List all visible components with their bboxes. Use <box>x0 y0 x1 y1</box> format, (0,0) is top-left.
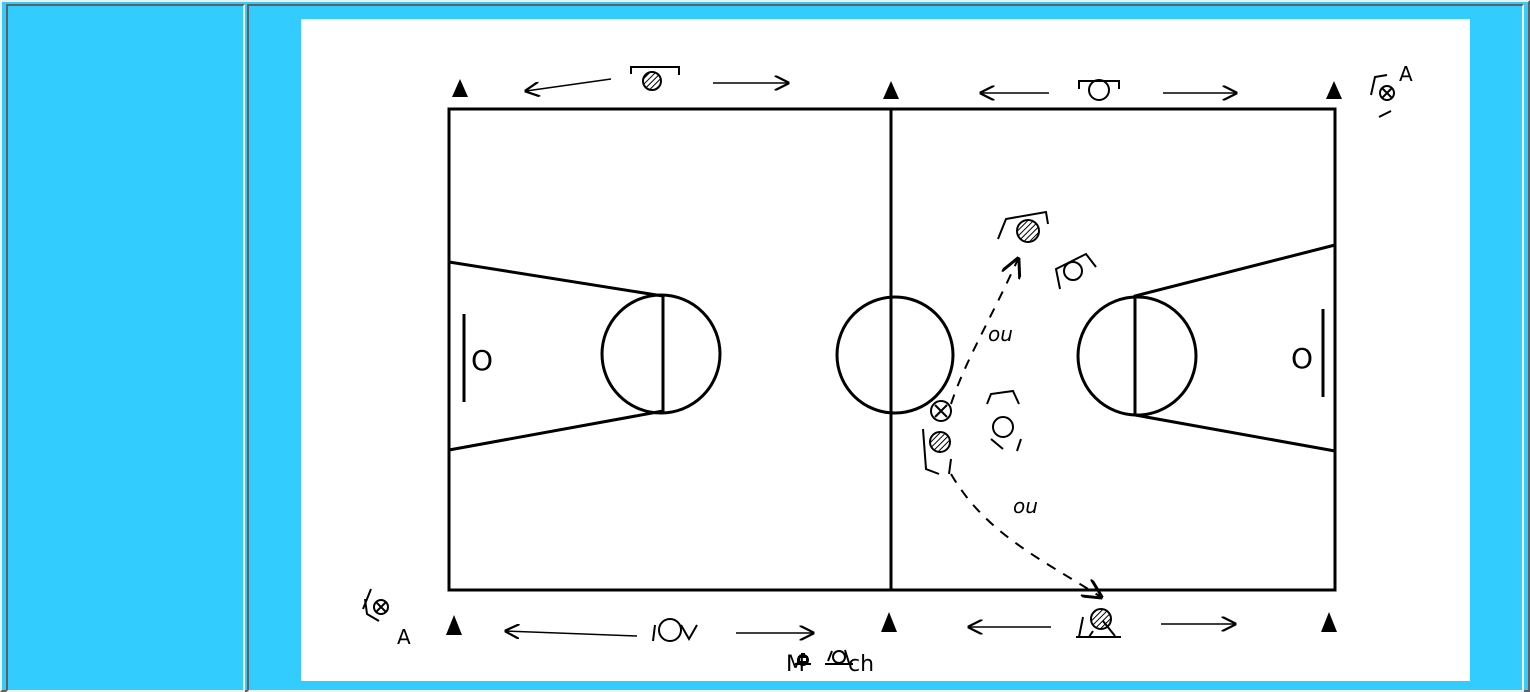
cone-bottom-right <box>1321 612 1337 632</box>
left-cell <box>6 4 245 692</box>
basketball-court-diagram: A A ou ou O O M ch <box>301 19 1470 681</box>
label-a-bottom-left: A <box>397 625 411 649</box>
legend-letter-m: M <box>786 652 805 677</box>
label-free-throw-right: O <box>1291 342 1313 375</box>
dashed-paths <box>951 259 1101 597</box>
cone-top-left <box>452 79 468 97</box>
label-a-top-right: A <box>1399 62 1413 86</box>
legend-suffix: ch <box>848 652 874 677</box>
label-ou-upper: ou <box>988 322 1013 346</box>
court-drawing: A A ou ou O O M ch <box>301 19 1470 681</box>
cone-bottom-center <box>881 612 897 632</box>
center-circle <box>837 297 953 413</box>
movement-arrows <box>506 79 1236 636</box>
label-ou-lower: ou <box>1013 494 1038 518</box>
cone-top-right <box>1326 81 1342 99</box>
players <box>363 67 1394 665</box>
right-free-throw-circle <box>1078 297 1196 415</box>
cone-bottom-left <box>446 615 462 635</box>
left-free-throw-circle <box>602 295 720 413</box>
label-free-throw-left: O <box>471 344 493 377</box>
cones <box>446 79 1342 635</box>
cone-top-center <box>883 81 899 99</box>
